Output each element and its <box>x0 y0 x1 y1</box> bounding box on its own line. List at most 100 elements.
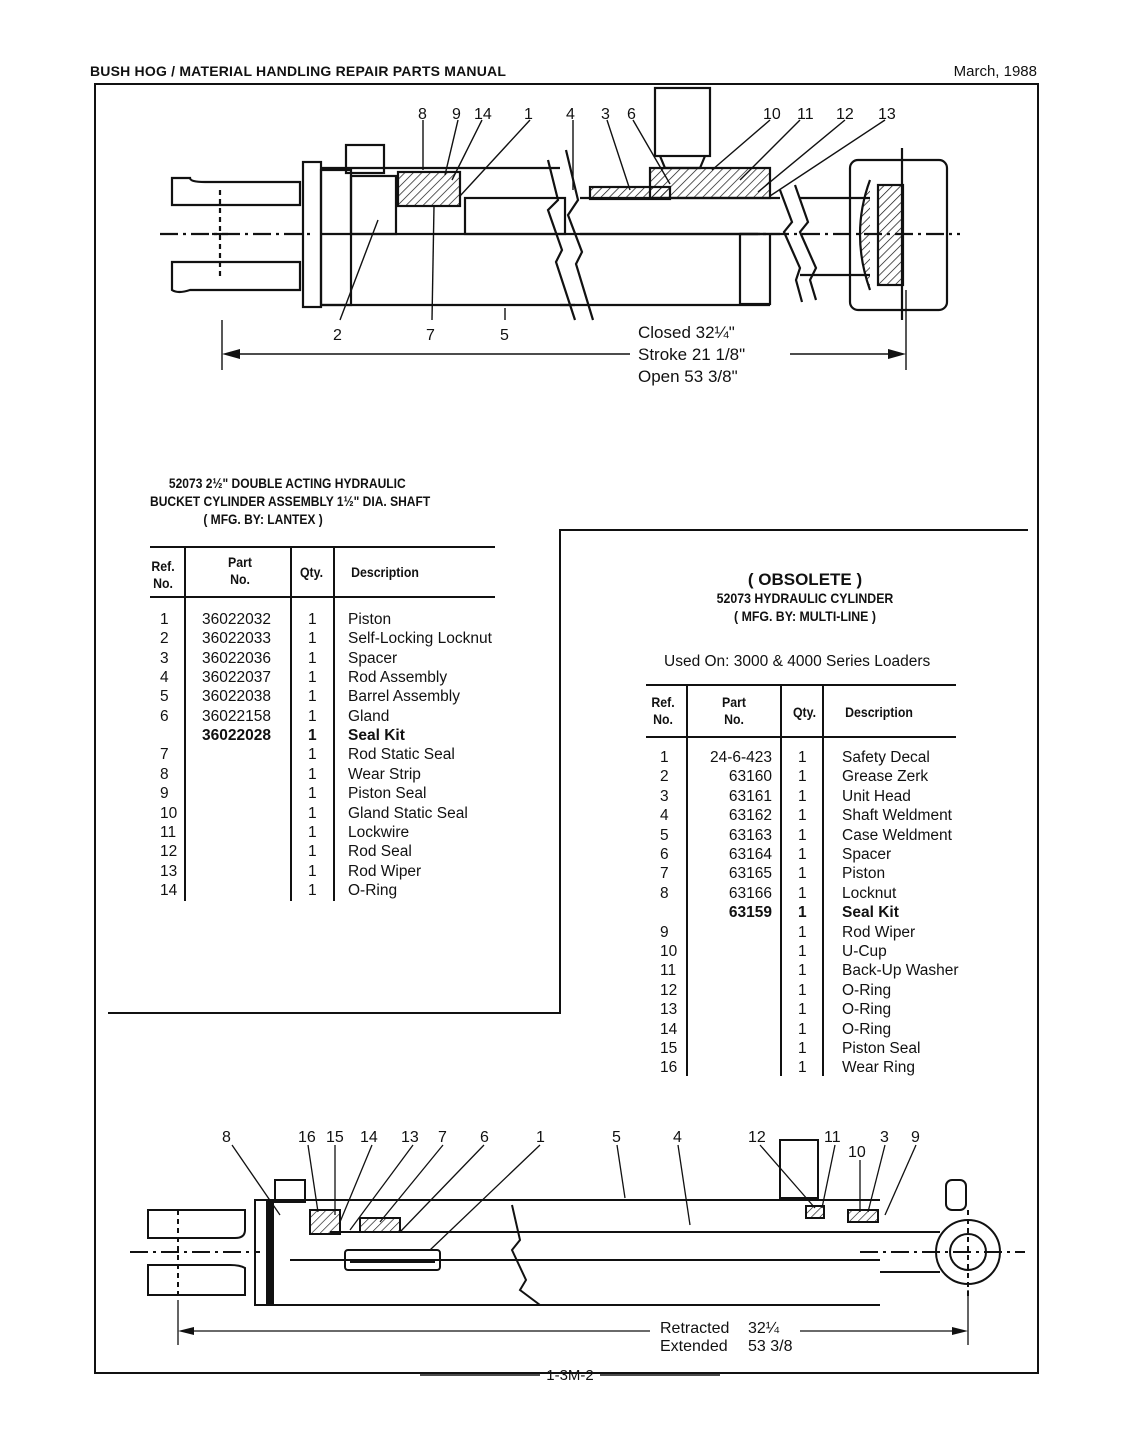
ref-cell: 5 <box>160 688 169 706</box>
part-number-cell: 63162 <box>728 807 772 825</box>
qty-cell: 1 <box>798 943 807 960</box>
table2-header-description: Description <box>845 704 913 720</box>
callout-4: 4 <box>566 106 575 123</box>
part-number-cell: 63161 <box>728 787 772 805</box>
description-cell: Case Weldment <box>842 826 952 844</box>
qty-cell: 1 <box>308 707 317 725</box>
description-cell: O-Ring <box>348 881 398 899</box>
qty-cell: 1 <box>798 1059 807 1077</box>
qty-cell: 1 <box>308 611 317 628</box>
lantex-cylinder-diagram: 8 9 14 1 4 3 6 10 11 12 13 2 7 5 Closed … <box>160 86 960 386</box>
part-number-cell: 63164 <box>728 846 772 863</box>
description-cell: Gland <box>348 707 390 725</box>
callout-1: 1 <box>524 106 533 123</box>
callout-11: 11 <box>797 106 814 123</box>
table1-header-description: Description <box>351 564 419 580</box>
ref-cell: 8 <box>660 884 669 902</box>
callout-13: 13 <box>401 1129 419 1146</box>
qty-cell: 1 <box>798 923 807 941</box>
table1-header-qty: Qty. <box>299 564 324 580</box>
part-number-cell: 63160 <box>728 768 772 786</box>
ref-cell: 5 <box>660 826 669 844</box>
obsolete-box-outline <box>108 529 1028 1014</box>
ref-cell: 16 <box>660 1059 678 1077</box>
dim-extended-label: Extended <box>660 1338 728 1355</box>
table1-title-line3: ( MFG. BY: LANTEX ) <box>203 511 323 527</box>
part-number-cell: 24-6-423 <box>709 749 772 766</box>
qty-cell: 1 <box>798 981 807 999</box>
dim-open: Open 53 3/8" <box>638 367 738 386</box>
qty-cell: 1 <box>308 843 317 861</box>
callout-3: 3 <box>880 1129 889 1146</box>
callout-8: 8 <box>222 1129 231 1146</box>
description-cell: Shaft Weldment <box>842 807 952 825</box>
dim-retracted-label: Retracted <box>660 1320 729 1337</box>
callout-1: 1 <box>536 1129 545 1146</box>
ref-cell: 1 <box>660 749 669 766</box>
top-dimension-labels: Closed 32¼" Stroke 21 1/8" Open 53 3/8" <box>638 323 745 386</box>
description-cell: Spacer <box>842 846 892 863</box>
table2-header-qty: Qty. <box>792 704 817 720</box>
ref-cell: 13 <box>160 862 178 880</box>
ref-cell: 7 <box>660 865 669 883</box>
part-number-cell: 36022032 <box>202 611 271 628</box>
part-number-cell: 63165 <box>728 865 772 883</box>
ref-cell: 14 <box>660 1020 678 1038</box>
table1-title-line2: BUCKET CYLINDER ASSEMBLY 1½" DIA. SHAFT <box>150 493 431 509</box>
qty-cell: 1 <box>798 826 807 844</box>
qty-cell: 1 <box>798 1001 807 1019</box>
table1-header-rule <box>150 596 495 598</box>
footer-page-number: 1-3M-2 <box>420 1367 720 1384</box>
table2-top-rule <box>646 684 956 686</box>
description-cell: Back-Up Washer <box>842 962 959 980</box>
table2-header-ref: Ref.No. <box>651 694 675 727</box>
description-cell: Piston <box>842 865 886 883</box>
ref-cell: 9 <box>660 923 669 941</box>
description-cell: Locknut <box>842 884 897 902</box>
table1-col-divider <box>290 546 292 901</box>
table1-title: 52073 2½" DOUBLE ACTING HYDRAULIC BUCKET… <box>150 474 447 528</box>
ref-cell: 13 <box>660 1001 678 1019</box>
callout-9: 9 <box>911 1129 920 1146</box>
qty-cell: 1 <box>308 727 317 745</box>
description-cell: Rod Wiper <box>842 923 916 941</box>
top-callout-labels: 8 9 14 1 4 3 6 10 11 12 13 2 7 5 <box>333 106 896 344</box>
table1-col-divider <box>184 546 186 901</box>
table1-header-ref: Ref.No. <box>151 558 175 591</box>
callout-12: 12 <box>836 106 854 123</box>
description-cell: O-Ring <box>842 981 892 999</box>
callout-3: 3 <box>601 106 610 123</box>
ref-cell: 2 <box>660 768 669 786</box>
ref-cell: 10 <box>660 943 678 960</box>
ref-cell: 14 <box>160 881 178 899</box>
callout-7: 7 <box>438 1129 447 1146</box>
description-cell: Grease Zerk <box>842 768 929 786</box>
page-frame <box>94 83 1039 1374</box>
ref-cell: 1 <box>160 611 169 628</box>
ref-cell: 11 <box>160 823 177 841</box>
qty-cell: 1 <box>798 768 807 786</box>
callout-8: 8 <box>418 106 427 123</box>
callout-12: 12 <box>748 1129 766 1146</box>
description-cell: Wear Strip <box>348 765 421 783</box>
table2-title-line3: ( MFG. BY: MULTI-LINE ) <box>734 608 876 624</box>
dim-retracted-value: 32¼ <box>748 1320 780 1337</box>
qty-cell: 1 <box>798 962 807 980</box>
ref-cell: 4 <box>160 669 169 687</box>
ref-cell: 4 <box>660 807 669 825</box>
qty-cell: 1 <box>798 787 807 805</box>
description-cell: Seal Kit <box>348 727 405 745</box>
qty-cell: 1 <box>308 649 317 667</box>
callout-5: 5 <box>500 327 509 344</box>
qty-cell: 1 <box>308 804 317 822</box>
qty-cell: 1 <box>308 862 317 880</box>
description-cell: O-Ring <box>842 1020 892 1038</box>
description-cell: Rod Seal <box>348 843 412 861</box>
ref-cell: 2 <box>160 630 169 648</box>
qty-cell: 1 <box>308 688 317 706</box>
description-cell: Rod Wiper <box>348 862 422 880</box>
callout-16: 16 <box>298 1129 316 1146</box>
description-cell: Gland Static Seal <box>348 804 468 822</box>
ref-cell: 9 <box>160 785 169 803</box>
qty-cell: 1 <box>308 669 317 687</box>
